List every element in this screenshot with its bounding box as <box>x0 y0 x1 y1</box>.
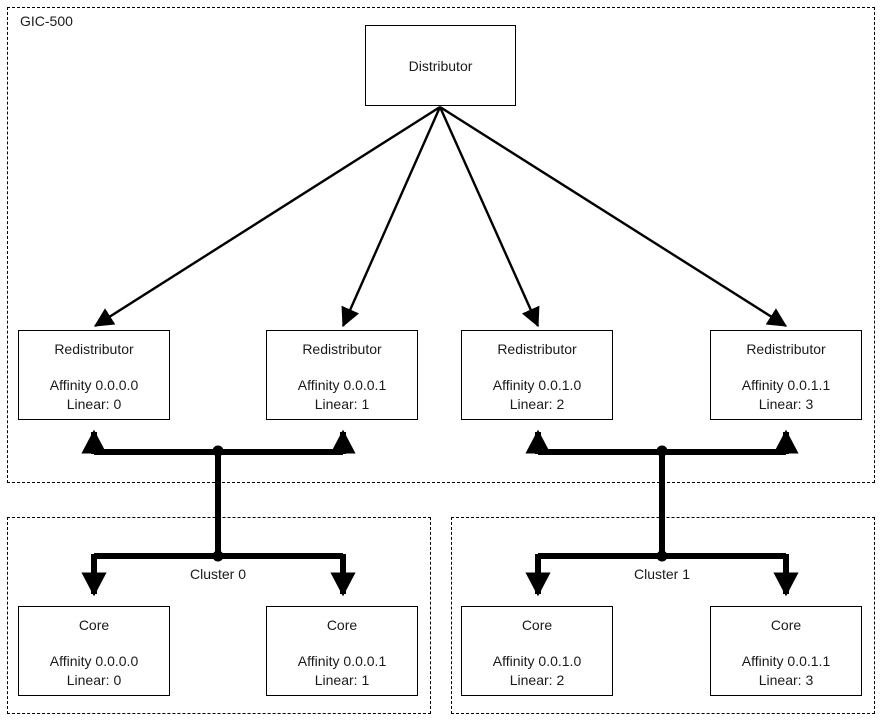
redistributor-3-linear: Linear: 3 <box>758 396 814 412</box>
redistributor-1-affinity: Affinity 0.0.0.1 <box>297 377 387 393</box>
core-0-linear: Linear: 0 <box>66 672 122 688</box>
redistributor-node-2[interactable]: Redistributor Affinity 0.0.1.0 Linear: 2 <box>461 330 613 420</box>
core-2-linear: Linear: 2 <box>509 672 565 688</box>
redistributor-2-linear: Linear: 2 <box>509 396 565 412</box>
distributor-title: Distributor <box>408 57 473 74</box>
redistributor-0-affinity: Affinity 0.0.0.0 <box>49 377 139 393</box>
cluster-0-label: Cluster 0 <box>189 566 247 582</box>
core-node-0[interactable]: Core Affinity 0.0.0.0 Linear: 0 <box>18 606 170 696</box>
core-node-3[interactable]: Core Affinity 0.0.1.1 Linear: 3 <box>710 606 862 696</box>
core-0-title: Core <box>78 617 110 633</box>
redistributor-2-affinity: Affinity 0.0.1.0 <box>492 377 582 393</box>
core-2-affinity: Affinity 0.0.1.0 <box>492 653 582 669</box>
redistributor-node-1[interactable]: Redistributor Affinity 0.0.0.1 Linear: 1 <box>266 330 418 420</box>
redistributor-node-0[interactable]: Redistributor Affinity 0.0.0.0 Linear: 0 <box>18 330 170 420</box>
core-1-linear: Linear: 1 <box>314 672 370 688</box>
redistributor-node-3[interactable]: Redistributor Affinity 0.0.1.1 Linear: 3 <box>710 330 862 420</box>
core-1-title: Core <box>326 617 358 633</box>
redistributor-1-linear: Linear: 1 <box>314 396 370 412</box>
core-1-affinity: Affinity 0.0.0.1 <box>297 653 387 669</box>
gic-500-label: GIC-500 <box>20 13 73 29</box>
gic-500-container <box>7 7 875 483</box>
cluster-1-label: Cluster 1 <box>633 566 691 582</box>
core-3-linear: Linear: 3 <box>758 672 814 688</box>
redistributor-0-title: Redistributor <box>54 341 134 357</box>
core-3-title: Core <box>770 617 802 633</box>
redistributor-1-title: Redistributor <box>302 341 382 357</box>
core-2-title: Core <box>521 617 553 633</box>
core-node-1[interactable]: Core Affinity 0.0.0.1 Linear: 1 <box>266 606 418 696</box>
distributor-node[interactable]: Distributor <box>365 25 516 106</box>
redistributor-2-title: Redistributor <box>497 341 577 357</box>
core-node-2[interactable]: Core Affinity 0.0.1.0 Linear: 2 <box>461 606 613 696</box>
core-3-affinity: Affinity 0.0.1.1 <box>741 653 831 669</box>
redistributor-3-affinity: Affinity 0.0.1.1 <box>741 377 831 393</box>
redistributor-3-title: Redistributor <box>746 341 826 357</box>
redistributor-0-linear: Linear: 0 <box>66 396 122 412</box>
core-0-affinity: Affinity 0.0.0.0 <box>49 653 139 669</box>
